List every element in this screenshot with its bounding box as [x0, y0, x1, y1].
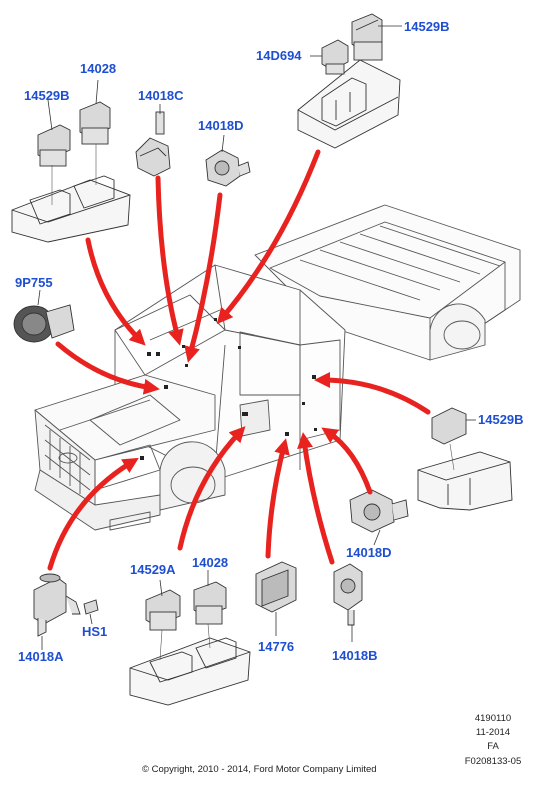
part-14529A-14028-switch-panel [129, 570, 251, 706]
callout-14529B-top: 14529B [404, 19, 450, 34]
callout-HS1: HS1 [82, 624, 108, 639]
arrow-14018B [297, 432, 335, 565]
callout-14529B-right: 14529B [478, 412, 524, 427]
part-14529B-top-switch [297, 13, 402, 149]
reference-date: 11-2014 [475, 727, 511, 738]
part-HS1-connector [83, 599, 99, 625]
callout-14018D-right: 14018D [346, 545, 392, 560]
part-14529B-left-switch-panel [11, 79, 131, 243]
copyright-notice: © Copyright, 2010 - 2014, Ford Motor Com… [142, 764, 377, 775]
reference-number: 4190110 [474, 713, 512, 724]
callout-14776: 14776 [258, 639, 295, 654]
callout-14D694: 14D694 [256, 48, 302, 63]
callout-9P755: 9P755 [15, 275, 53, 290]
arrow-14529B-right [314, 372, 431, 415]
callout-14018B: 14018B [332, 648, 378, 663]
arrow-14529A [177, 426, 246, 551]
callout-14018C: 14018C [138, 88, 184, 103]
figure-id: F0208133-05 [464, 756, 522, 767]
callout-14018D-top: 14018D [198, 118, 244, 133]
arrow-14018D-right [321, 427, 373, 495]
callout-14018A: 14018A [18, 649, 64, 664]
mount-points [140, 318, 317, 460]
part-14018D-top-actuator [205, 134, 251, 187]
arrow-14018C [155, 175, 184, 346]
arrow-9P755 [55, 341, 160, 395]
truck-illustration [34, 204, 521, 531]
part-14529B-right-switch-bracket [417, 407, 513, 511]
arrow-14D694 [216, 149, 321, 325]
callout-14529B-left: 14529B [24, 88, 70, 103]
part-14018D-right-actuator [349, 489, 409, 546]
part-14018A-actuator [33, 573, 81, 650]
arrow-14018D-top [184, 192, 223, 363]
part-14776-switch [255, 561, 297, 636]
arrow-14529B-left [85, 237, 146, 346]
callout-14028-bottom: 14028 [192, 555, 229, 570]
reference-code: FA [487, 741, 499, 752]
pointer-arrows [47, 149, 431, 571]
arrow-14776 [265, 438, 290, 559]
part-14018B-actuator [333, 563, 363, 642]
callout-14529A: 14529A [130, 562, 176, 577]
part-14018C-actuator [135, 104, 171, 177]
arrow-14018A [47, 457, 139, 571]
callout-14028-top: 14028 [80, 61, 117, 76]
part-9P755-round-switch [13, 289, 75, 343]
